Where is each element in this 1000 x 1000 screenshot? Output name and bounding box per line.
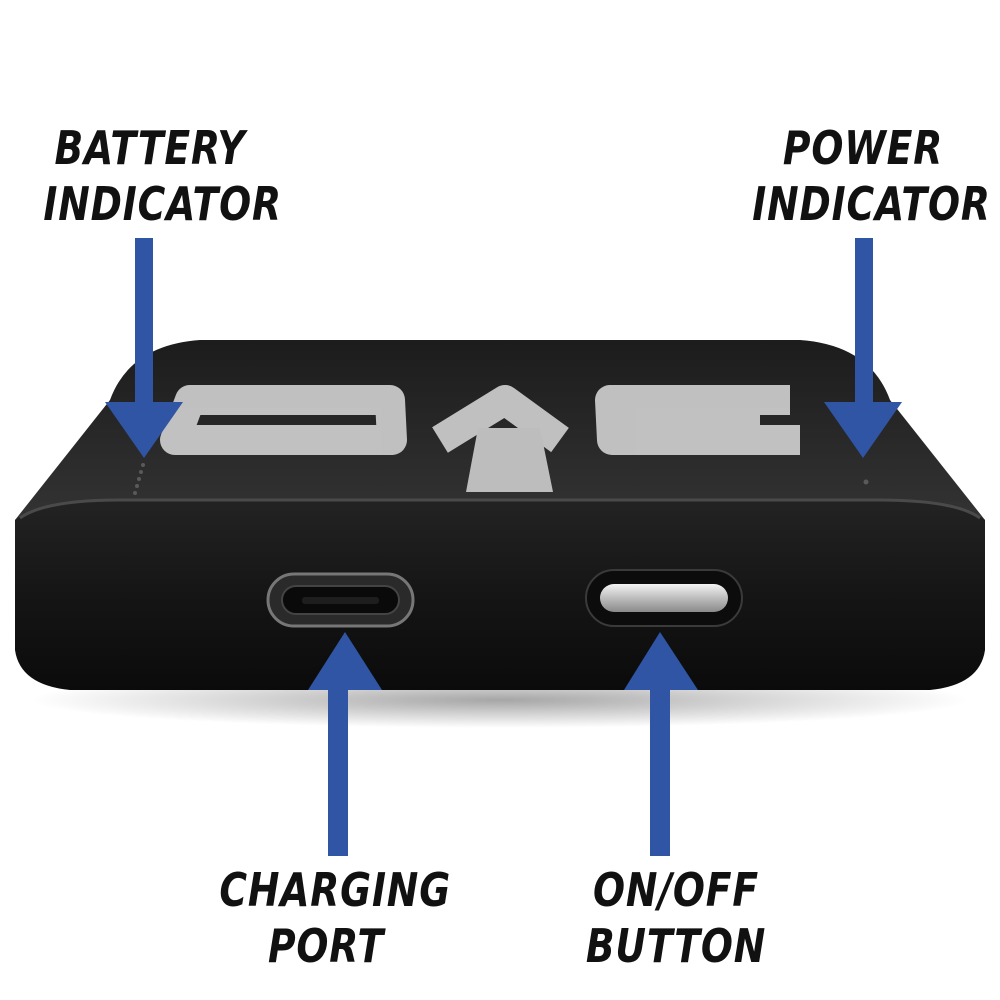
onoff-button-label: ON/OFF BUTTON — [578, 862, 775, 974]
charging-arrow — [308, 632, 382, 856]
edge-highlight — [19, 498, 981, 520]
power-arrow — [824, 238, 902, 458]
charging-port-label-line2: PORT — [267, 919, 385, 973]
charging-port-label-line1: CHARGING — [219, 863, 451, 917]
callout-arrows — [105, 238, 902, 856]
power-indicator-label-line1: POWER — [782, 121, 944, 175]
battery-led-dots — [133, 463, 145, 495]
charging-port-label: CHARGING PORT — [219, 862, 451, 974]
device-front-face — [15, 500, 985, 690]
battery-arrow — [105, 238, 183, 458]
power-button[interactable] — [585, 569, 743, 627]
battery-indicator-label-line1: BATTERY — [54, 121, 246, 175]
power-indicator-label: POWER INDICATOR — [752, 120, 991, 232]
onoff-button-label-line1: ON/OFF — [593, 863, 759, 917]
logo-stripe — [466, 428, 553, 492]
onoff-button-label-line2: BUTTON — [585, 919, 767, 973]
usb-c-port[interactable] — [266, 572, 415, 628]
power-indicator-label-line2: INDICATOR — [752, 177, 991, 231]
battery-indicator-label-line2: INDICATOR — [43, 177, 282, 231]
power-led-dot — [863, 479, 869, 485]
evo-logo — [160, 385, 800, 455]
onoff-arrow — [624, 632, 698, 856]
battery-indicator-label: BATTERY INDICATOR — [43, 120, 282, 232]
